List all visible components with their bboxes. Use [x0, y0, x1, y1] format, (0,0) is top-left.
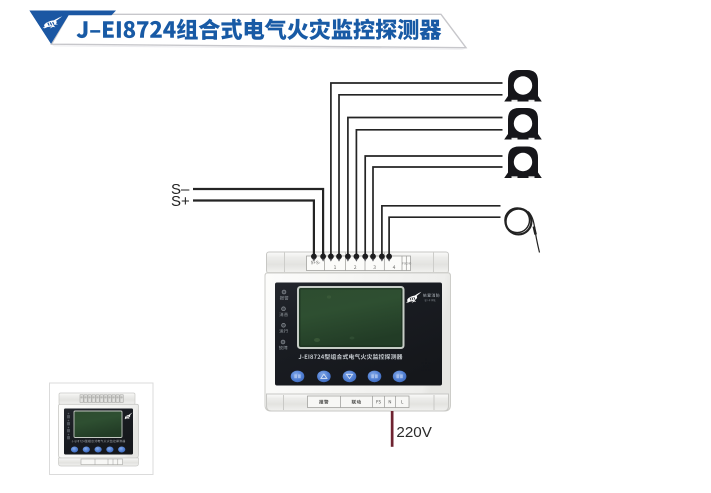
svg-text:S+: S+ [171, 193, 190, 210]
svg-text:220V: 220V [396, 424, 432, 441]
svg-text:S–: S– [171, 181, 190, 198]
